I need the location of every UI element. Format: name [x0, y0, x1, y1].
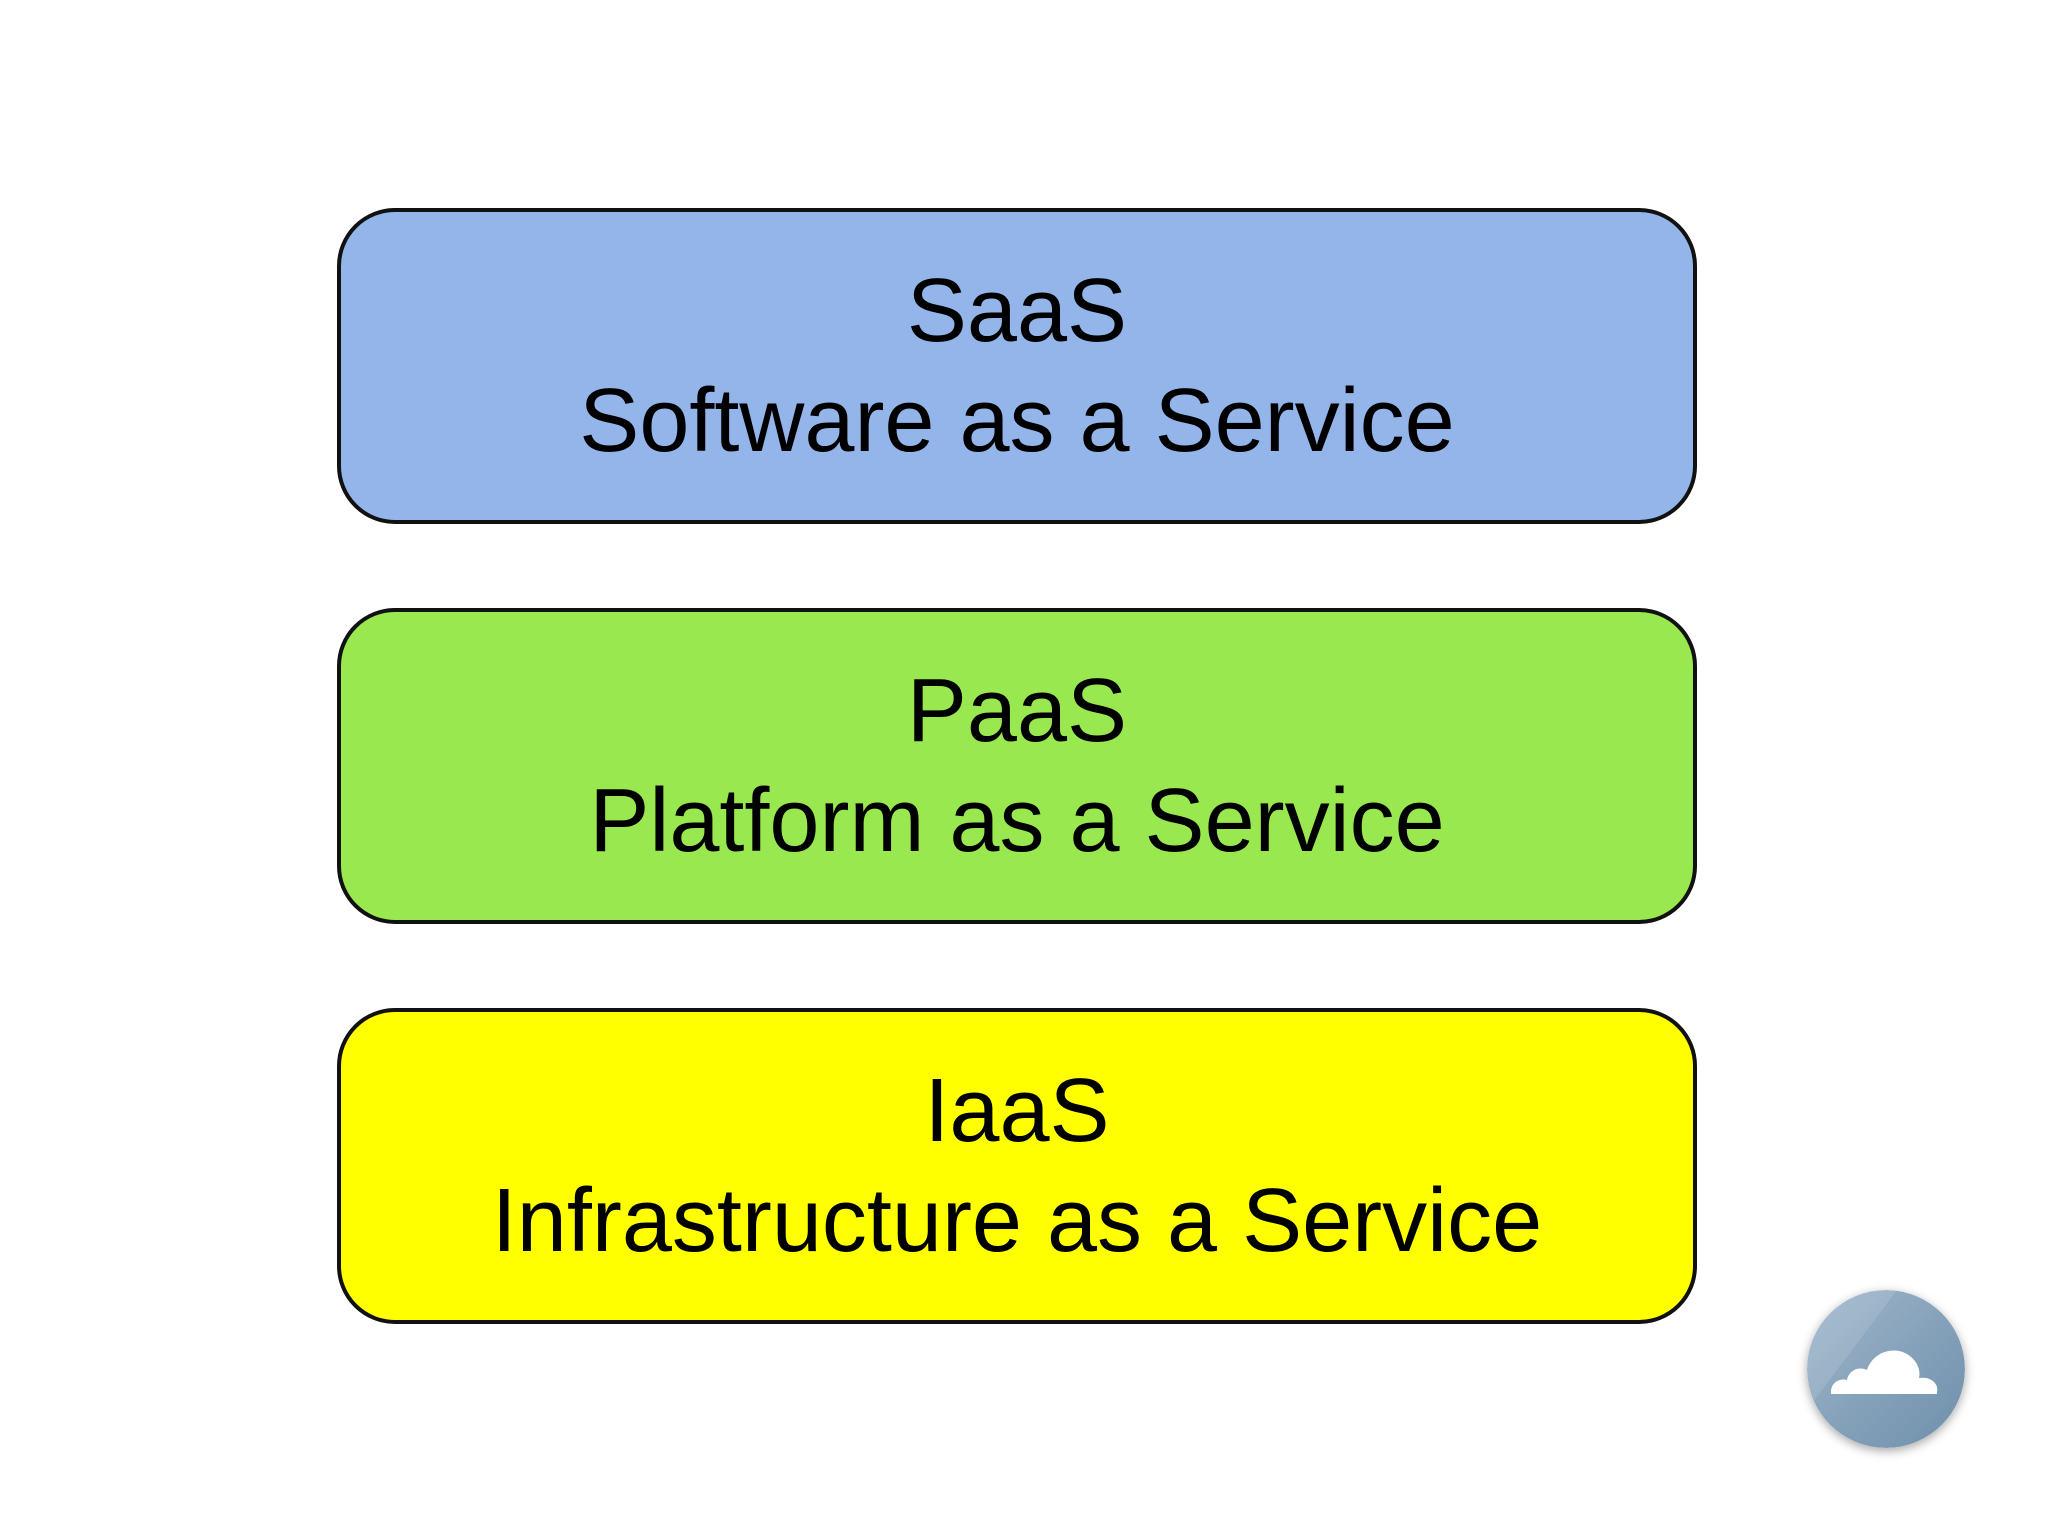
paas-abbreviation: PaaS	[906, 661, 1128, 761]
saas-abbreviation: SaaS	[906, 261, 1128, 361]
paas-full-name: Platform as a Service	[589, 771, 1445, 871]
iaas-abbreviation: IaaS	[924, 1061, 1110, 1161]
cloud-icon	[1807, 1290, 1965, 1448]
paas-layer-box: PaaS Platform as a Service	[337, 608, 1697, 924]
iaas-full-name: Infrastructure as a Service	[491, 1171, 1543, 1271]
saas-layer-box: SaaS Software as a Service	[337, 208, 1697, 524]
cloud-logo	[1807, 1290, 1965, 1448]
iaas-layer-box: IaaS Infrastructure as a Service	[337, 1008, 1697, 1324]
saas-full-name: Software as a Service	[579, 371, 1455, 471]
